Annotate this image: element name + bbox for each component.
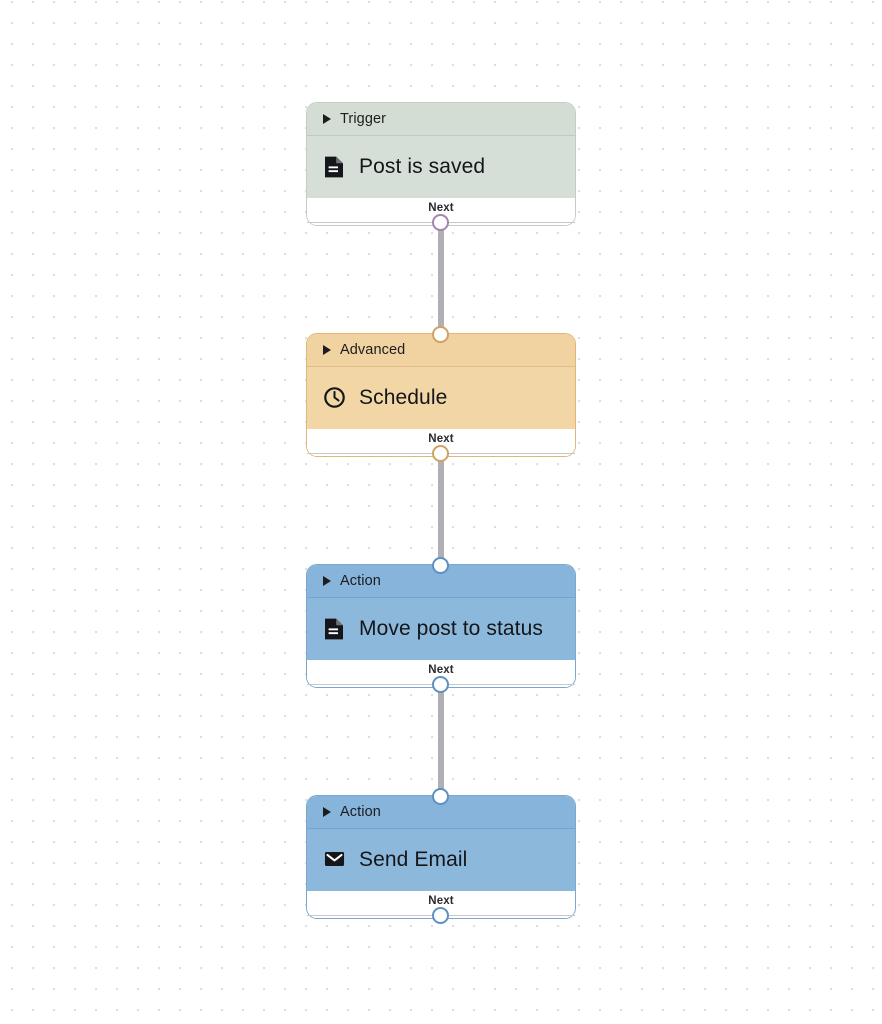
node-body-action-move-post[interactable]: Move post to status — [307, 598, 575, 660]
node-category-label: Advanced — [340, 342, 406, 358]
node-body-advanced[interactable]: Schedule — [307, 367, 575, 429]
node-title: Move post to status — [359, 617, 543, 640]
connector-advanced-to-action-1 — [438, 453, 444, 565]
connector-action-1-to-action-2 — [438, 684, 444, 796]
node-header-trigger[interactable]: Trigger — [307, 103, 575, 136]
output-port-trigger[interactable] — [432, 214, 449, 231]
workflow-node-action-move-post[interactable]: Action Move post to status Next — [306, 564, 576, 688]
input-port-advanced[interactable] — [432, 326, 449, 343]
document-icon — [323, 155, 345, 179]
node-title: Schedule — [359, 386, 448, 409]
node-next-label: Next — [428, 895, 454, 907]
connector-trigger-to-advanced — [438, 222, 444, 334]
node-category-label: Trigger — [340, 111, 387, 127]
chevron-right-icon[interactable] — [323, 576, 331, 586]
chevron-right-icon[interactable] — [323, 345, 331, 355]
output-port-advanced[interactable] — [432, 445, 449, 462]
workflow-node-advanced[interactable]: Advanced Schedule Next — [306, 333, 576, 457]
node-next-label: Next — [428, 433, 454, 445]
node-header-action-move-post[interactable]: Action — [307, 565, 575, 598]
node-category-label: Action — [340, 804, 381, 820]
output-port-action-move-post[interactable] — [432, 676, 449, 693]
workflow-node-trigger[interactable]: Trigger Post is saved Next — [306, 102, 576, 226]
node-title: Send Email — [359, 848, 468, 871]
output-port-action-send-email[interactable] — [432, 907, 449, 924]
node-next-label: Next — [428, 202, 454, 214]
envelope-icon — [323, 848, 345, 872]
chevron-right-icon[interactable] — [323, 114, 331, 124]
node-body-trigger[interactable]: Post is saved — [307, 136, 575, 198]
document-icon — [323, 617, 345, 641]
node-category-label: Action — [340, 573, 381, 589]
input-port-action-move-post[interactable] — [432, 557, 449, 574]
node-footer-action-send-email[interactable]: Next — [307, 891, 575, 918]
chevron-right-icon[interactable] — [323, 807, 331, 817]
node-body-action-send-email[interactable]: Send Email — [307, 829, 575, 891]
clock-icon — [323, 386, 345, 410]
node-next-label: Next — [428, 664, 454, 676]
input-port-action-send-email[interactable] — [432, 788, 449, 805]
node-title: Post is saved — [359, 155, 486, 178]
workflow-node-action-send-email[interactable]: Action Send Email Next — [306, 795, 576, 919]
